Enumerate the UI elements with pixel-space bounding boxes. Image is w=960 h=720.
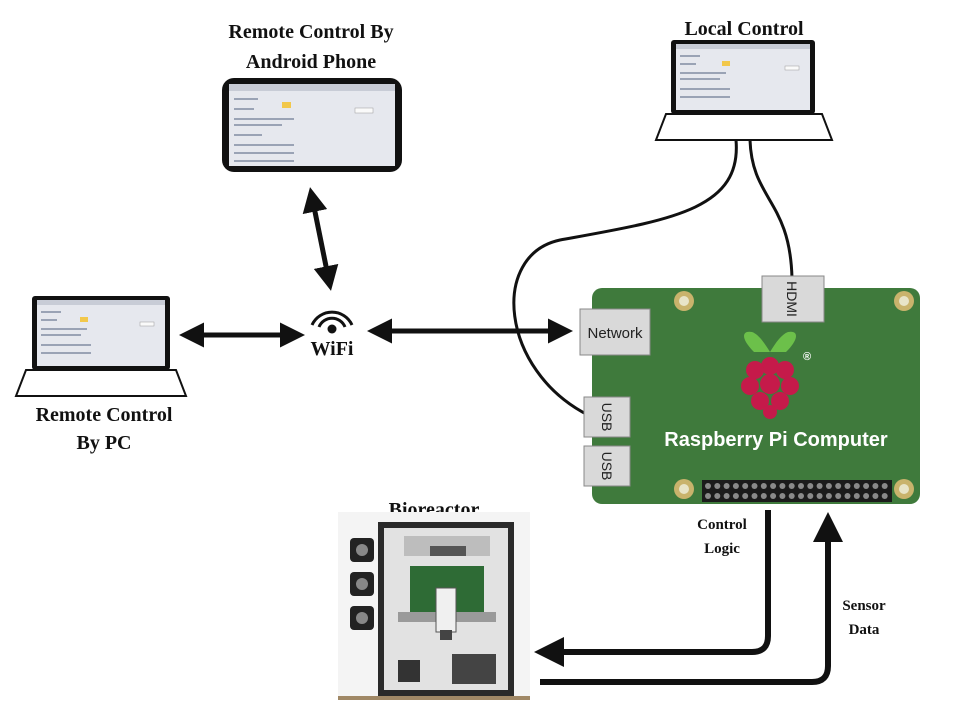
folder-icon xyxy=(722,61,730,66)
wifi-links xyxy=(179,187,573,348)
usb-cable xyxy=(512,139,738,417)
usb-port-2: USB xyxy=(583,445,631,487)
usb-port-1: USB xyxy=(583,396,631,438)
gpio-pin xyxy=(881,493,888,499)
gpio-pin xyxy=(760,493,767,499)
network-port: Network xyxy=(579,308,651,356)
gpio-pin xyxy=(732,483,739,489)
sensor-data-line1: Sensor xyxy=(842,598,886,614)
raspberry-pi-logo xyxy=(741,331,799,419)
control-logic-arrow xyxy=(534,510,771,667)
gpio-pin xyxy=(705,493,711,499)
wifi-icon xyxy=(310,310,354,334)
registered-mark: ® xyxy=(803,351,811,363)
hdmi-port-label: HDMI xyxy=(784,281,800,317)
gpio-pin xyxy=(816,493,823,499)
gpio-pin xyxy=(863,483,870,489)
usb-port-1-label: USB xyxy=(599,403,615,432)
control-logic-line2: Logic xyxy=(704,541,740,557)
gpio-pin xyxy=(714,493,721,499)
gpio-pin xyxy=(723,483,730,489)
usb-port-2-label: USB xyxy=(599,452,615,481)
gpio-pin xyxy=(853,493,860,499)
gpio-pin xyxy=(732,493,739,499)
hdmi-cable xyxy=(748,139,794,279)
gpio-pin xyxy=(760,483,767,489)
gpio-pin xyxy=(816,483,823,489)
android-phone xyxy=(222,78,402,172)
gpio-pin xyxy=(835,483,842,489)
pc-title-line2: By PC xyxy=(77,432,132,454)
control-logic-line1: Control xyxy=(697,517,747,533)
gpio-pin xyxy=(770,483,777,489)
sensor-data-line2: Data xyxy=(849,622,880,638)
gpio-header xyxy=(702,480,892,502)
gpio-pin xyxy=(881,483,888,489)
gpio-pin xyxy=(798,483,804,489)
gpio-pin xyxy=(807,493,814,499)
gpio-pin xyxy=(770,493,777,499)
control-sensor-links xyxy=(534,510,843,685)
pc-title-line1: Remote Control xyxy=(36,404,173,426)
gpio-pin xyxy=(705,483,711,489)
gpio-pin xyxy=(807,483,814,489)
gpio-pin xyxy=(872,483,879,489)
network-port-label: Network xyxy=(587,325,643,342)
gpio-pin xyxy=(825,483,832,489)
raspberry-pi-board: ® Raspberry Pi Computer Network USB USB … xyxy=(579,275,920,504)
local-control-title: Local Control xyxy=(684,18,804,40)
wifi-label: WiFi xyxy=(311,338,354,360)
android-title-line1: Remote Control By xyxy=(228,21,393,43)
gpio-pin xyxy=(742,483,749,489)
gpio-pin xyxy=(714,483,721,489)
folder-icon xyxy=(80,317,88,322)
gpio-pin xyxy=(779,483,786,489)
gpio-pin xyxy=(751,493,758,499)
gpio-pin xyxy=(788,483,795,489)
local-control-laptop xyxy=(654,40,834,141)
gpio-pin xyxy=(798,493,804,499)
folder-icon xyxy=(282,102,291,108)
gpio-pin xyxy=(853,483,860,489)
android-wifi-arrow xyxy=(302,187,339,291)
gpio-pin xyxy=(779,493,786,499)
gpio-pin xyxy=(742,493,749,499)
gpio-pin xyxy=(825,493,832,499)
gpio-pin xyxy=(872,493,879,499)
gpio-pin xyxy=(723,493,730,499)
remote-pc-laptop xyxy=(14,296,188,397)
sensor-data-arrow xyxy=(540,512,843,685)
gpio-pin xyxy=(844,483,851,489)
android-title-line2: Android Phone xyxy=(246,51,376,73)
gpio-pin xyxy=(788,493,795,499)
gpio-pin xyxy=(835,493,842,499)
board-name: Raspberry Pi Computer xyxy=(664,429,888,451)
local-cables xyxy=(512,139,794,417)
gpio-pin xyxy=(844,493,851,499)
hdmi-port: HDMI xyxy=(761,275,825,323)
gpio-pin xyxy=(863,493,870,499)
gpio-pin xyxy=(751,483,758,489)
bioreactor-device xyxy=(338,512,530,700)
